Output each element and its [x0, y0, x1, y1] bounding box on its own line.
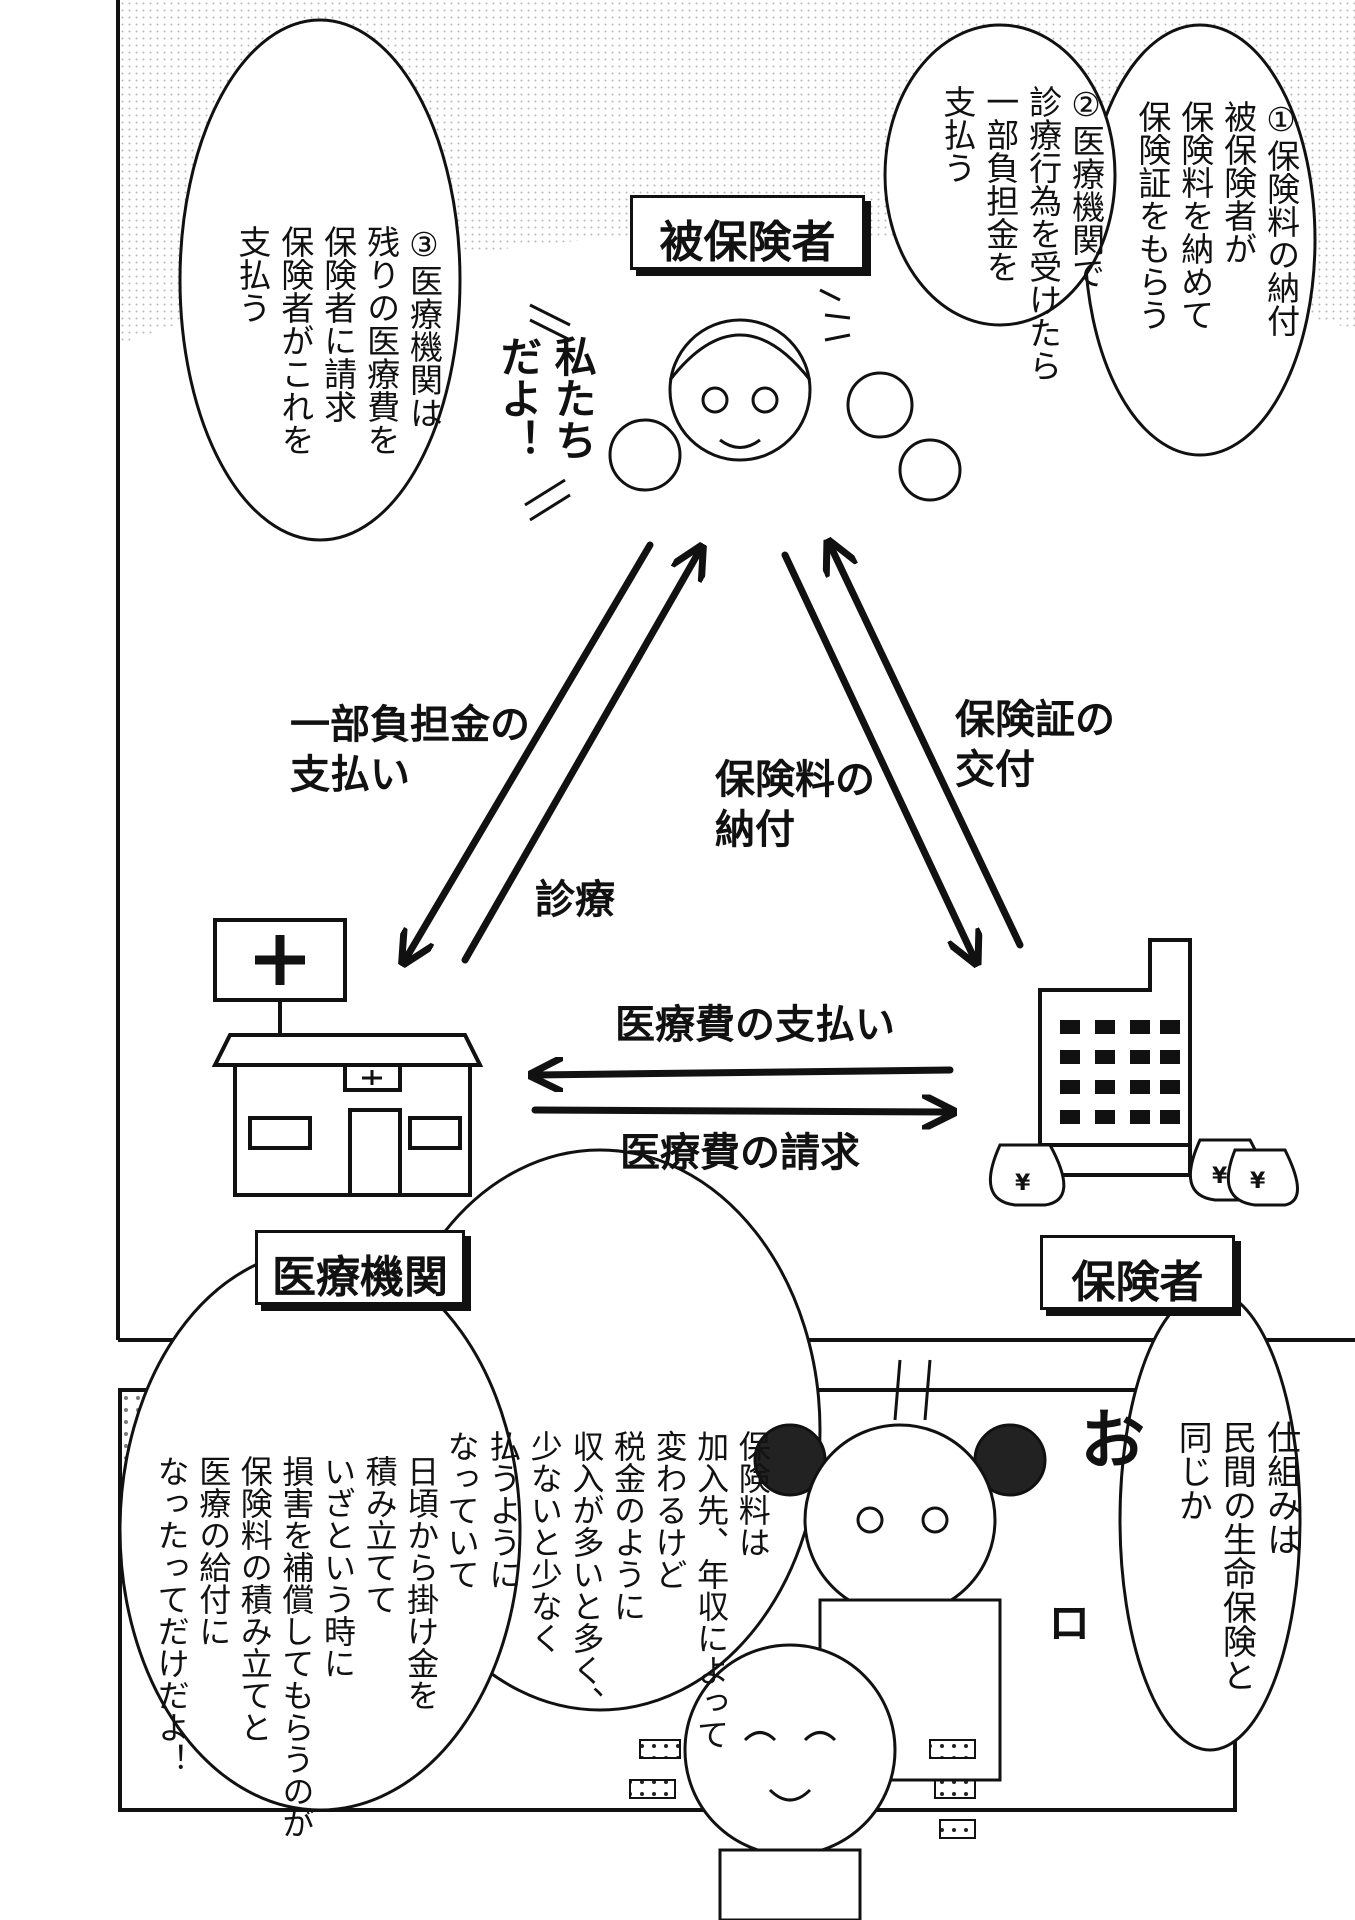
insurer-box: 保険者	[1040, 1235, 1235, 1310]
flow-arrows	[405, 545, 1024, 1112]
money-bag-icon	[988, 1138, 1299, 1207]
insured-box: 被保険者	[630, 195, 865, 270]
explanation-text-2: 日頃から掛け金を 積み立てて いざという時に 損害を補償してもらうのが 保険料の…	[152, 1455, 441, 1839]
hospital-icon	[211, 918, 484, 1197]
explanation-text-1: 保険料は 加入先、年収によって 変わるけど 税金のように 収入が多いと多く、 少…	[442, 1430, 772, 1750]
insured-character	[608, 288, 962, 502]
treatment-label: 診療	[535, 877, 615, 923]
medical-institution-label: 医療機関	[272, 1252, 448, 1303]
svg-text:¥: ¥	[1250, 1169, 1266, 1194]
payment-label: 医療費の支払い	[615, 1002, 895, 1048]
step3-text: ③医療機関は 残りの医療費を 保険者に請求 保険者がこれを 支払う	[232, 225, 444, 456]
insured-shout: 私たち だよ！	[493, 335, 598, 461]
copay-label: 一部負担金の 支払い	[290, 702, 530, 798]
svg-text:¥: ¥	[1212, 1164, 1228, 1189]
insured-character-smiling	[683, 1643, 897, 1920]
card-label: 保険証の 交付	[955, 697, 1115, 793]
friend-line: 仕組みは 民間の生命保険と 同じか	[1172, 1420, 1301, 1692]
yen-icon: ¥ ¥ ¥	[1015, 1164, 1266, 1196]
insurer-building-icon	[1038, 938, 1192, 1177]
insured-label: 被保険者	[659, 217, 836, 268]
bubble-step2	[883, 23, 1117, 327]
insurer-label: 保険者	[1071, 1257, 1204, 1308]
medical-institution-box: 医療機関	[255, 1230, 465, 1305]
sfx-ro: ロ	[1039, 1600, 1091, 1648]
bubble-step3	[178, 18, 462, 542]
svg-text:¥: ¥	[1015, 1171, 1031, 1196]
step2-text: ②医療機関で 診療行為を受けたら 一部負担金を 支払う	[937, 85, 1106, 382]
premium-label: 保険料の 納付	[715, 757, 875, 853]
claim-label: 医療費の請求	[620, 1130, 860, 1176]
shout-lines	[524, 303, 571, 522]
sfx-oh: お	[1068, 1405, 1146, 1475]
step1-text: ①保険料の納付 被保険者が 保険料を納めて 保険証をもらう	[1132, 100, 1301, 337]
glitter-marks	[629, 1739, 976, 1839]
